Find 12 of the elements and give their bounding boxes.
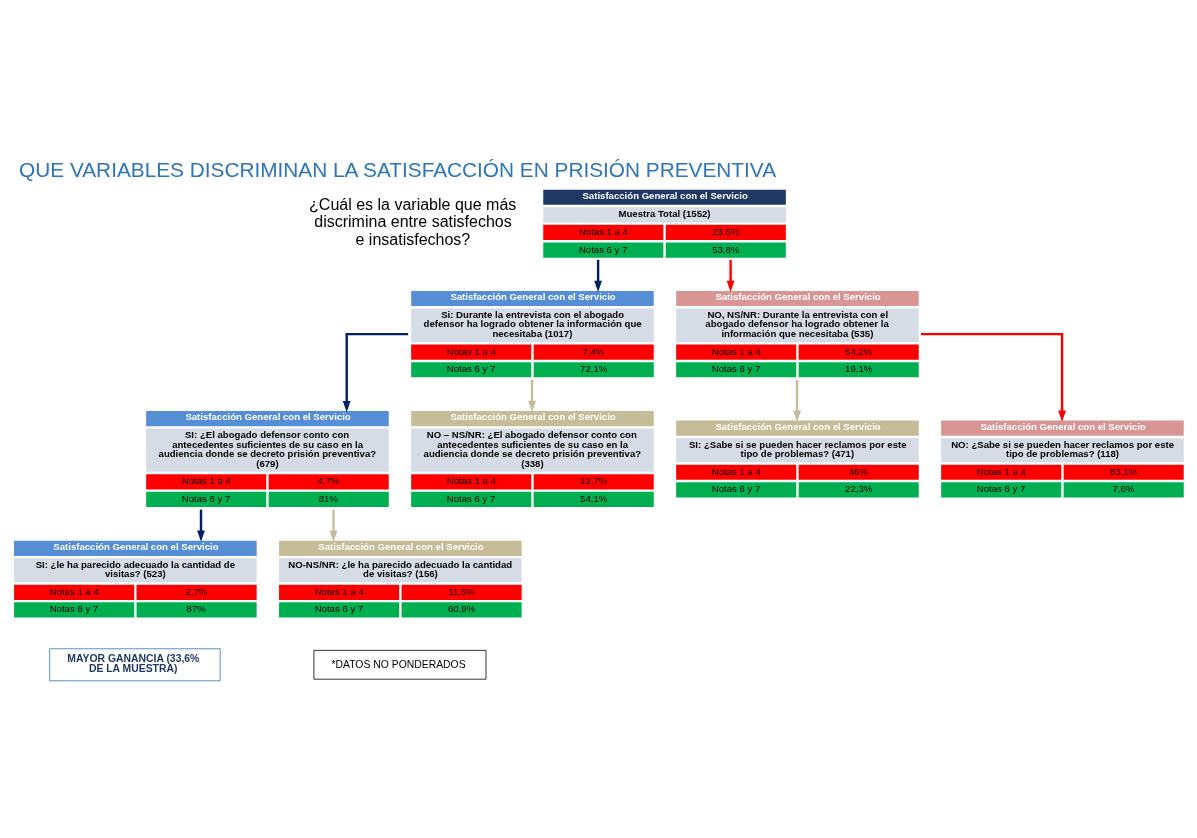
arrow bbox=[594, 259, 603, 292]
arrow bbox=[197, 509, 205, 542]
node-box: *DATOS NO PONDERADOS bbox=[313, 649, 487, 680]
arrow bbox=[921, 332, 1066, 422]
arrow bbox=[793, 379, 801, 422]
arrow bbox=[528, 379, 536, 413]
label: ¿Cuál es la variable que más discrimina entre satisfechos e insatisfechos? bbox=[309, 195, 517, 248]
arrow bbox=[726, 259, 735, 292]
arrow bbox=[342, 332, 409, 413]
diagram-title: QUE VARIABLES DISCRIMINAN LA SATISFACCIÓN EN PRISIÓN PREVENTIVA bbox=[19, 158, 777, 182]
node-box: MAYOR GANANCIA (33,6% DE LA MUESTRA) bbox=[49, 648, 221, 682]
arrow bbox=[329, 509, 338, 542]
